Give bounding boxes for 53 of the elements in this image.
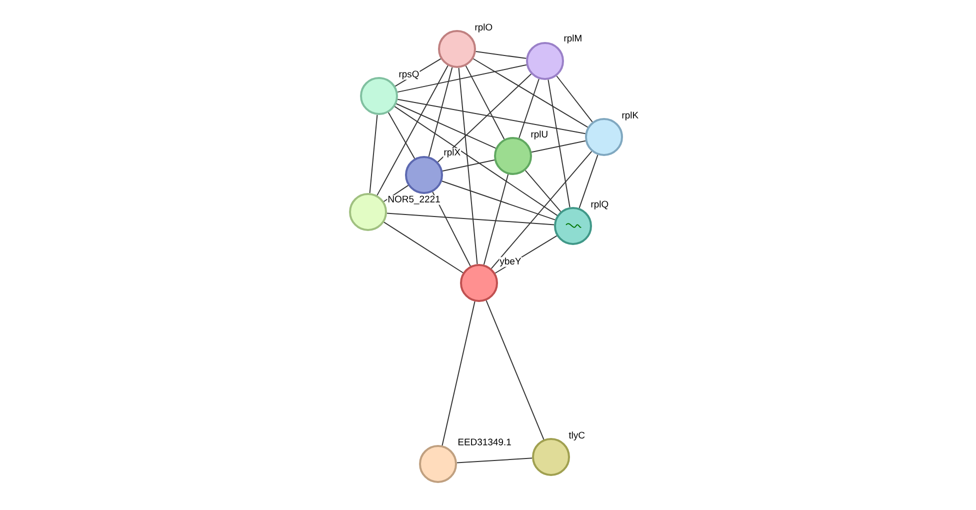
- protein-node: [554, 206, 592, 245]
- protein-node: [419, 444, 457, 483]
- edge: [437, 74, 532, 162]
- node-label: NOR5_2221: [387, 195, 441, 205]
- edge: [472, 58, 588, 128]
- edge: [518, 78, 540, 138]
- protein-node: [460, 264, 498, 302]
- edge: [396, 103, 496, 149]
- edge: [486, 300, 544, 440]
- node-label: rplX: [443, 148, 462, 158]
- edge: [548, 79, 570, 208]
- edge: [394, 106, 558, 216]
- edge: [397, 64, 527, 93]
- edge: [369, 114, 378, 194]
- edge: [490, 150, 592, 270]
- protein-node: [349, 192, 387, 231]
- edge: [494, 235, 558, 274]
- protein-node: [585, 118, 623, 156]
- node-label: EED31349.1: [457, 438, 512, 446]
- edge: [388, 112, 416, 159]
- edge: [524, 170, 562, 212]
- node-label: tlyC: [568, 431, 586, 441]
- node-label: rplQ: [590, 200, 610, 210]
- edge: [441, 180, 556, 220]
- edge: [442, 301, 476, 446]
- edge: [442, 159, 495, 172]
- protein-node: [532, 438, 570, 476]
- protein-node: [360, 76, 398, 115]
- edge: [456, 458, 533, 464]
- edge: [556, 76, 593, 122]
- protein-node: [494, 136, 532, 175]
- protein-node: [438, 30, 476, 68]
- edge: [465, 65, 505, 140]
- edge: [475, 51, 527, 59]
- edge: [394, 58, 442, 87]
- protein-node: [526, 42, 564, 80]
- edge: [458, 67, 478, 265]
- node-label: rplK: [621, 111, 640, 121]
- node-label: rplU: [530, 130, 549, 140]
- edge: [397, 98, 586, 134]
- node-label: rpsQ: [398, 70, 420, 80]
- edge: [531, 140, 586, 153]
- edge: [384, 222, 464, 274]
- edge: [376, 65, 448, 196]
- node-label: rplM: [563, 34, 583, 44]
- node-label: ybeY: [499, 257, 522, 267]
- edge: [432, 191, 471, 267]
- edge: [428, 66, 453, 158]
- edge: [386, 212, 555, 226]
- node-label: rplO: [474, 23, 494, 33]
- edge: [578, 154, 598, 209]
- protein-node: [405, 156, 443, 194]
- edge: [483, 174, 509, 266]
